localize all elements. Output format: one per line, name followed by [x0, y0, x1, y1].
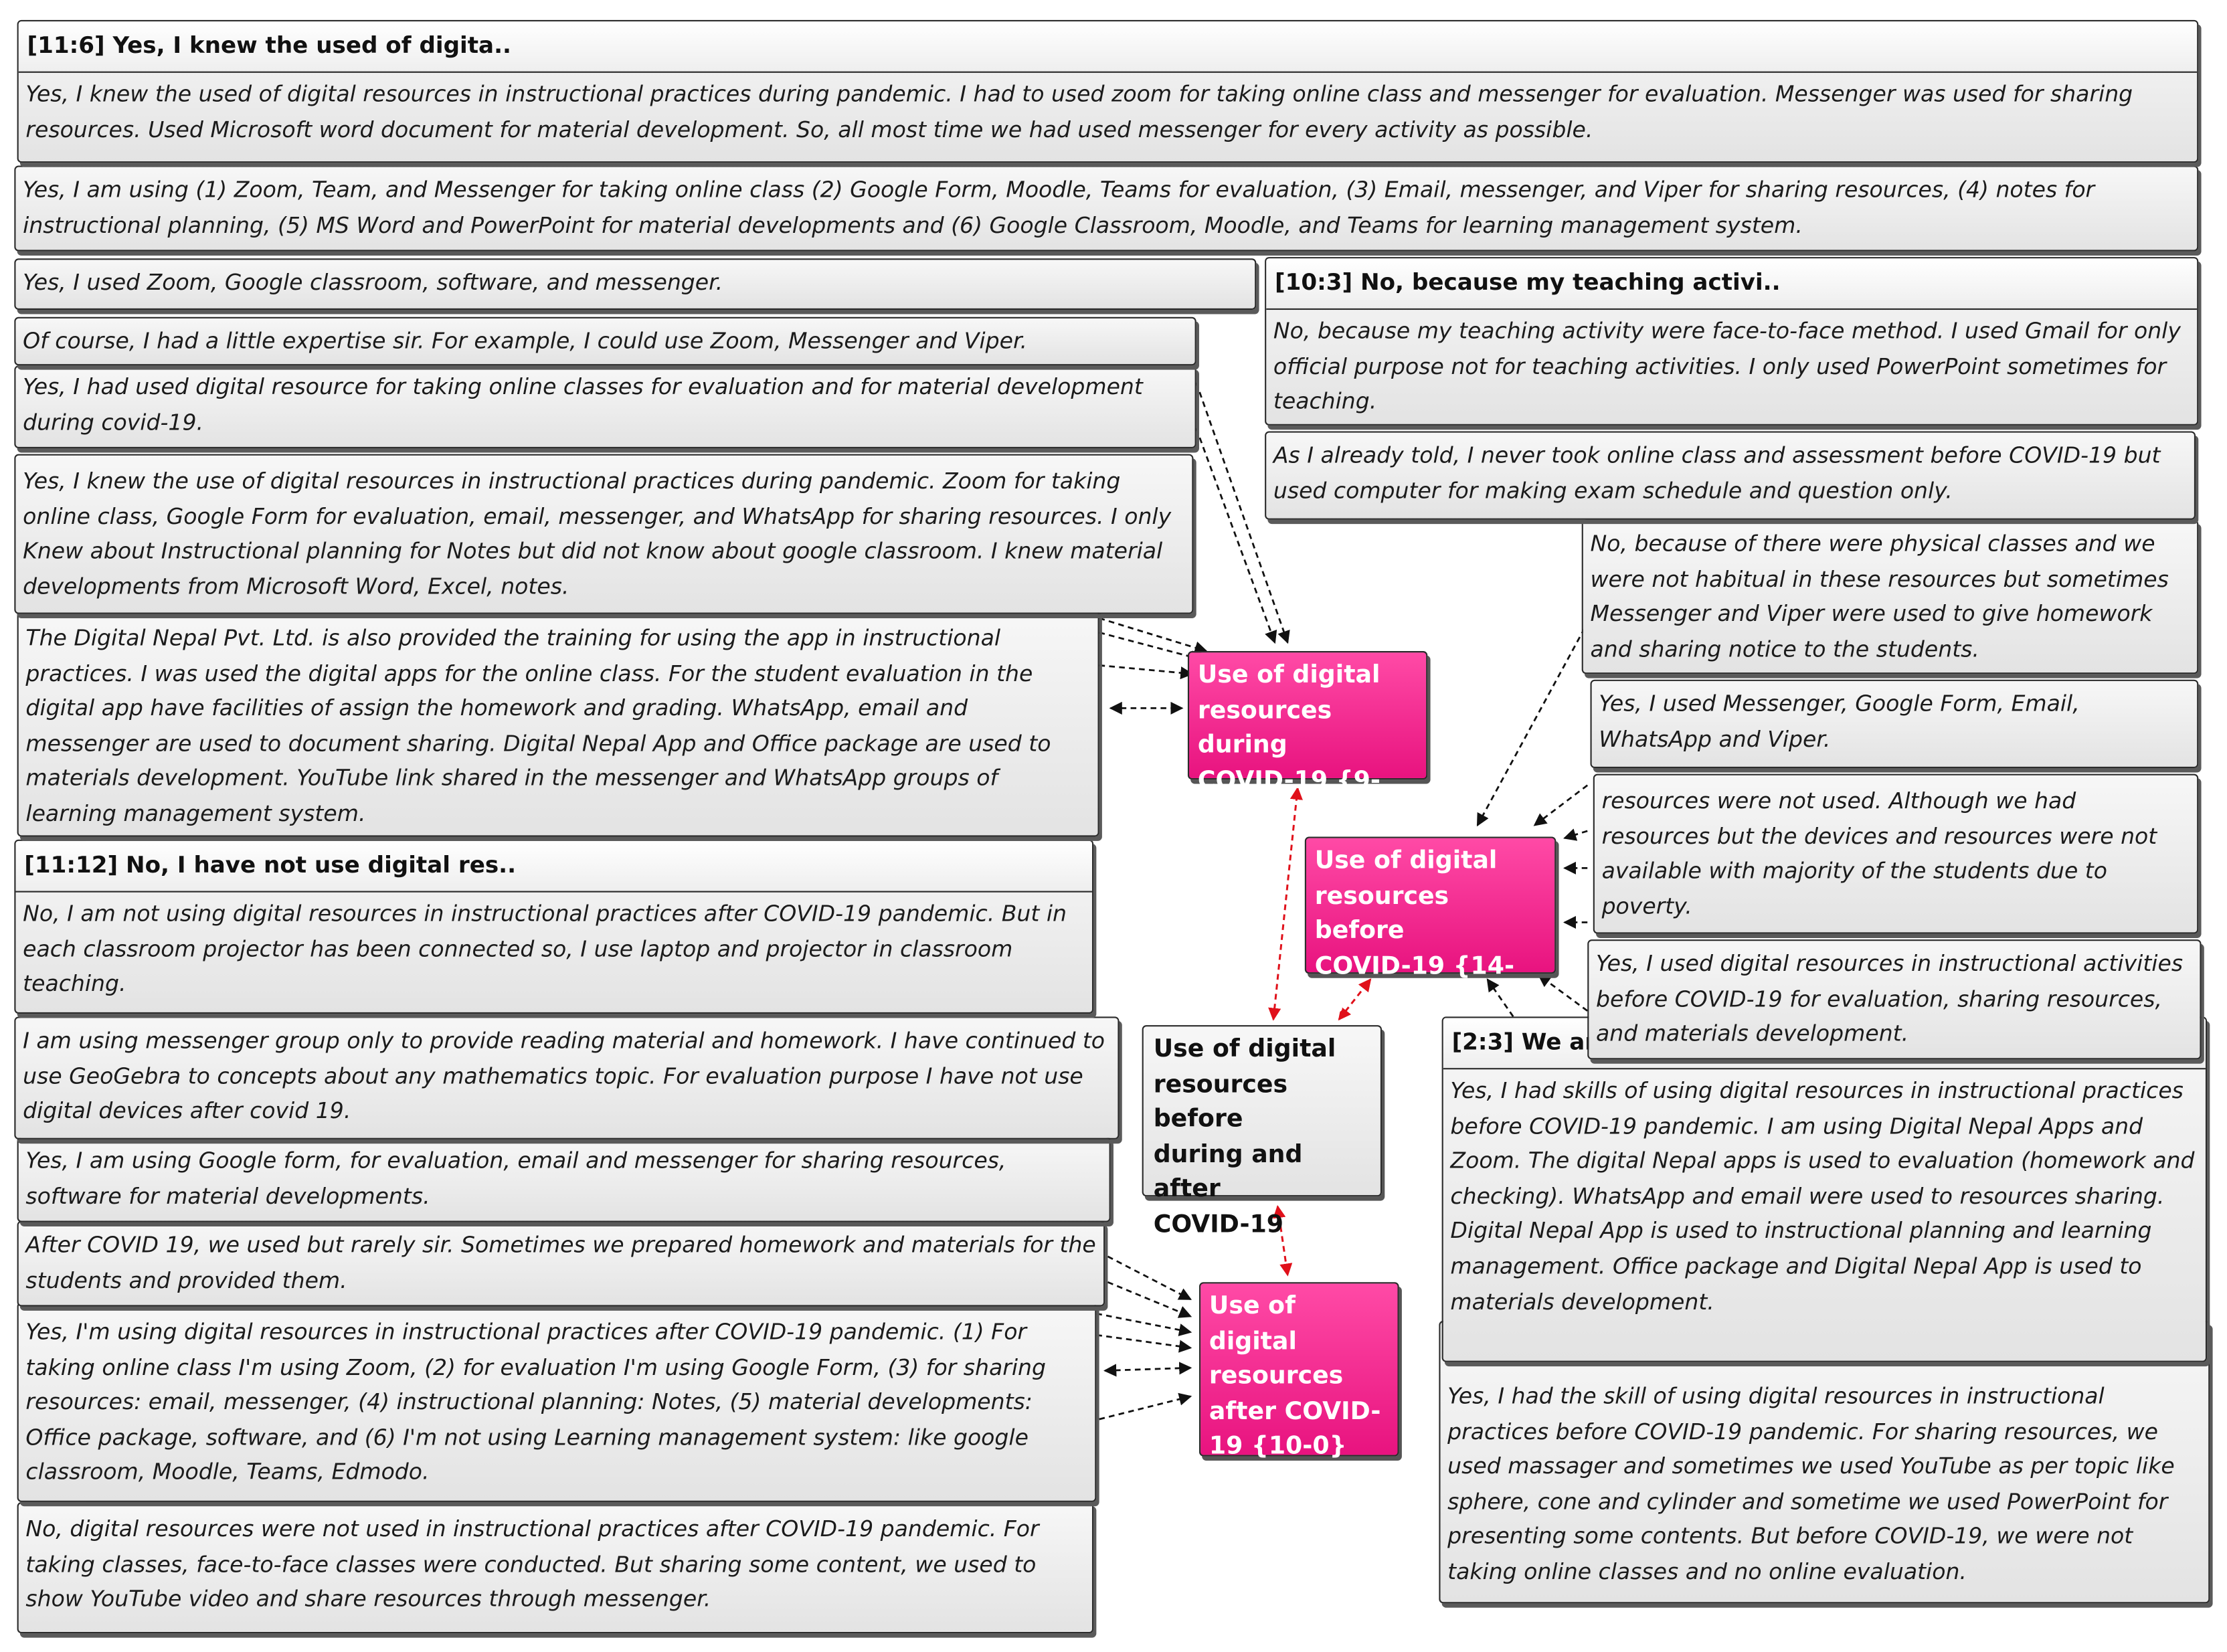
- quote-10-3[interactable]: [10:3] No, because my teaching activi.. …: [1265, 257, 2199, 426]
- code-during-covid[interactable]: Use of digital resources during COVID-19…: [1187, 651, 1428, 830]
- link-before-2: [1533, 784, 1589, 826]
- quote-messenger-form[interactable]: Yes, I used Messenger, Google Form, Emai…: [1590, 679, 2199, 769]
- link-during-5: [1099, 664, 1194, 680]
- code-before-covid[interactable]: Use of digital resources before COVID-19…: [1304, 836, 1556, 1015]
- link-after-2: [1107, 1281, 1192, 1318]
- quote-geogebra[interactable]: I am using messenger group only to provi…: [14, 1016, 1120, 1139]
- link-after-5: [1103, 1362, 1192, 1377]
- quote-covid-dev[interactable]: Yes, I had used digital resource for tak…: [14, 365, 1196, 449]
- link-after-4: [1096, 1334, 1192, 1353]
- link-after-1: [1107, 1255, 1192, 1301]
- quote-team[interactable]: Yes, I am using (1) Zoom, Team, and Mess…: [14, 165, 2199, 252]
- quote-11-6[interactable]: [11:6] Yes, I knew the used of digita.. …: [17, 19, 2199, 163]
- quote-sphere[interactable]: Yes, I had the skill of using digital re…: [1439, 1320, 2210, 1604]
- quote-before-eval[interactable]: Yes, I used digital resources in instruc…: [1587, 939, 2202, 1060]
- link-before-3: [1563, 828, 1588, 841]
- quote-title: [11:12] No, I have not use digital res..: [15, 840, 1092, 893]
- link-before-6: [1537, 974, 1589, 1012]
- quote-2-3[interactable]: [2:3] We ar Yes, I had skills of using d…: [1441, 1016, 2208, 1362]
- quote-dnepal[interactable]: The Digital Nepal Pvt. Ltd. is also prov…: [17, 608, 1099, 837]
- quote-body: No, because my teaching activity were fa…: [1273, 318, 2181, 415]
- link-center-before: [1338, 978, 1372, 1021]
- quote-title: [10:3] No, because my teaching activi..: [1266, 258, 2198, 310]
- quote-gform[interactable]: Yes, I am using Google form, for evaluat…: [17, 1136, 1111, 1222]
- link-center-after: [1273, 1205, 1293, 1277]
- quote-knew-use[interactable]: Yes, I knew the use of digital resources…: [14, 454, 1194, 614]
- quote-rarely[interactable]: After COVID 19, we used but rarely sir. …: [17, 1220, 1105, 1307]
- quote-body: Yes, I knew the used of digital resource…: [25, 81, 2133, 143]
- link-during-4: [1099, 631, 1204, 663]
- quote-title: [11:6] Yes, I knew the used of digita..: [18, 21, 2198, 73]
- quote-body: Yes, I had skills of using digital resou…: [1450, 1078, 2195, 1315]
- quote-11-12[interactable]: [11:12] No, I have not use digital res..…: [14, 839, 1094, 1014]
- link-before-1: [1476, 628, 1586, 827]
- link-during-3: [1099, 617, 1208, 654]
- quote-zoom-short[interactable]: Yes, I used Zoom, Google classroom, soft…: [14, 258, 1257, 310]
- quote-expertise[interactable]: Of course, I had a little expertise sir.…: [14, 316, 1196, 366]
- link-during-2: [1195, 428, 1277, 644]
- quote-already[interactable]: As I already told, I never took online c…: [1265, 431, 2196, 520]
- quote-after-list[interactable]: Yes, I'm using digital resources in inst…: [17, 1302, 1097, 1502]
- code-after-covid[interactable]: Use of digital resources after COVID- 19…: [1198, 1282, 1399, 1461]
- quote-youtube[interactable]: No, digital resources were not used in i…: [17, 1501, 1094, 1634]
- quote-physical[interactable]: No, because of there were physical class…: [1581, 519, 2199, 674]
- center-node[interactable]: Use of digital resources before during a…: [1142, 1025, 1383, 1238]
- link-center-during: [1268, 786, 1303, 1021]
- link-before-7: [1486, 978, 1514, 1018]
- quote-poverty[interactable]: resources were not used. Although we had…: [1593, 773, 2199, 934]
- quote-body: No, I am not using digital resources in …: [23, 901, 1067, 997]
- link-after-6: [1099, 1392, 1192, 1420]
- link-after-3: [1096, 1312, 1192, 1337]
